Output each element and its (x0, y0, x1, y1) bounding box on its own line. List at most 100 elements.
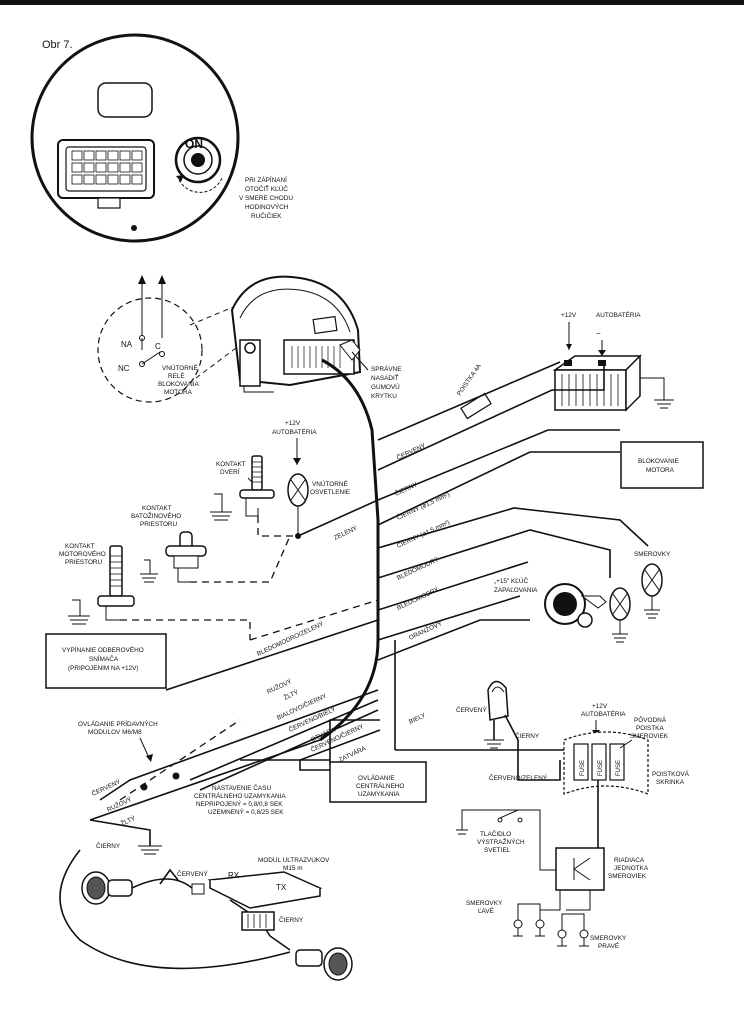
sensor-cable (59, 849, 291, 970)
ultrasonic-module: MODUL ULTRAZVUKOV M15 m RX TX ČERVENÝ (177, 857, 330, 909)
svg-text:VNÚTORNÉ: VNÚTORNÉ (312, 479, 348, 488)
svg-text:PRI ZÁPÍNANÍ: PRI ZÁPÍNANÍ (245, 175, 287, 184)
svg-text:AUTOBATÉRIA: AUTOBATÉRIA (272, 427, 317, 436)
svg-text:RELÉ: RELÉ (168, 371, 185, 380)
svg-text:SMEROVIEK: SMEROVIEK (630, 733, 669, 740)
left-bundle (89, 689, 381, 821)
svg-text:+12V: +12V (561, 312, 577, 319)
svg-text:PRIESTORU: PRIESTORU (140, 521, 178, 528)
turn-signals-lamps: SMEROVKY (609, 551, 671, 643)
svg-text:UZEMNENÝ = 0,8/25 SEK: UZEMNENÝ = 0,8/25 SEK (208, 807, 284, 816)
central-lock-box: OVLÁDANIE CENTRÁLNEHO UZAMYKANIA (329, 761, 427, 803)
svg-text:ČERVENÝ: ČERVENÝ (395, 440, 427, 461)
svg-text:GUMOVÚ: GUMOVÚ (371, 382, 400, 391)
svg-text:V SMERE CHODU: V SMERE CHODU (239, 195, 293, 202)
trunk-contact: KONTAKT BATOŽINOVÉHO PRIESTORU (131, 505, 207, 583)
svg-text:VYPÍNANIE ODBEROVÉHO: VYPÍNANIE ODBEROVÉHO (62, 645, 144, 654)
svg-text:SMEROVKY: SMEROVKY (590, 935, 627, 942)
svg-text:ČIERNY: ČIERNY (279, 915, 304, 924)
right-sensor: ČIERNY (229, 899, 353, 981)
left-ground: ČERVENÝ RUŽOVÝ ŽLTÝ ČIERNY (89, 776, 162, 855)
svg-text:SKRINKA: SKRINKA (656, 779, 685, 786)
svg-text:TLAČIDLO: TLAČIDLO (480, 829, 511, 838)
svg-text:FUSE: FUSE (616, 760, 622, 776)
svg-text:PRAVÉ: PRAVÉ (598, 941, 619, 950)
svg-text:ZELENÝ: ZELENÝ (332, 523, 359, 542)
svg-text:C: C (155, 342, 161, 351)
svg-text:RUČIČIEK: RUČIČIEK (251, 211, 282, 220)
svg-text:SPRÁVNE: SPRÁVNE (371, 364, 402, 373)
svg-text:ZAPAĽOVANIA: ZAPAĽOVANIA (494, 587, 538, 594)
svg-text:RIADIACA: RIADIACA (614, 857, 645, 864)
svg-text:SVETIEL: SVETIEL (484, 847, 511, 854)
svg-text:ČIERNY: ČIERNY (393, 479, 419, 498)
svg-text:M15 m: M15 m (283, 865, 303, 872)
svg-text:CENTRÁLNEHO UZAMYKANIA: CENTRÁLNEHO UZAMYKANIA (194, 791, 286, 800)
svg-text:ČIERNY: ČIERNY (96, 841, 121, 850)
signal-lamps-bottom: SMEROVKY ĽAVÉ SMEROVKY PRAVÉ (466, 900, 627, 950)
svg-text:VNÚTORNÉ: VNÚTORNÉ (162, 363, 198, 372)
wire-labels-right: ČERVENÝ ČIERNY ČIERNY (ø1,5 mm²) ČIERNY … (393, 440, 451, 641)
engine-contact: KONTAKT MOTOROVÉHO PRIESTORU (59, 543, 135, 625)
svg-text:KONTAKT: KONTAKT (142, 505, 172, 512)
svg-text:NC: NC (118, 364, 130, 373)
svg-text:MODUL ULTRAZVUKOV: MODUL ULTRAZVUKOV (258, 857, 330, 864)
flasher-unit: RIADIACA JEDNOTKA SMEROVIEK (540, 847, 649, 911)
svg-text:KRYTKU: KRYTKU (371, 393, 397, 400)
svg-text:SMEROVKY: SMEROVKY (634, 551, 671, 558)
svg-text:BLOKOVANIE: BLOKOVANIE (638, 458, 679, 465)
svg-text:NEPRIPOJENÝ = 0,8/0,8 SEK: NEPRIPOJENÝ = 0,8/0,8 SEK (196, 799, 283, 808)
central-time-note: NASTAVENIE ČASU CENTRÁLNEHO UZAMYKANIA N… (194, 783, 286, 816)
figure-title: Obr 7. (42, 39, 73, 51)
hazard-button: TLAČIDLO VÝSTRAŽNÝCH SVETIEL (456, 809, 556, 871)
gauge-unit: Obr 7. ON (30, 33, 240, 243)
svg-text:MOTORA: MOTORA (164, 389, 193, 396)
svg-text:ŽLTÝ: ŽLTÝ (282, 687, 300, 702)
fuse-box: +12V AUTOBATÉRIA FUSE FUSE FUSE PÔVODNÁ … (563, 703, 690, 850)
svg-text:RX: RX (228, 871, 240, 880)
svg-text:−: − (596, 329, 601, 338)
battery-mid: +12V AUTOBATÉRIA (272, 420, 317, 465)
svg-text:UZAMYKANIA: UZAMYKANIA (358, 791, 400, 798)
svg-text:KONTAKT: KONTAKT (65, 543, 95, 550)
svg-text:JEDNOTKA: JEDNOTKA (614, 865, 649, 872)
svg-text:SMEROVIEK: SMEROVIEK (608, 873, 647, 880)
svg-text:ČERVENO/ZELENÝ: ČERVENO/ZELENÝ (489, 773, 548, 782)
svg-text:OVLÁDANIE PRÍDAVNÝCH: OVLÁDANIE PRÍDAVNÝCH (78, 719, 158, 728)
svg-text:FUSE: FUSE (598, 760, 604, 776)
interior-light: VNÚTORNÉ OSVETLENIE (287, 473, 350, 539)
svg-text:BLEDOMODRÝ: BLEDOMODRÝ (395, 554, 441, 582)
main-harness (319, 358, 380, 742)
svg-text:POISTKA: POISTKA (636, 725, 664, 732)
fuse-4a: POISTKA 4A (456, 362, 492, 420)
svg-text:HODINOVÝCH: HODINOVÝCH (245, 202, 289, 211)
svg-text:„+15" KĽÚČ: „+15" KĽÚČ (494, 576, 528, 585)
battery-top: +12V AUTOBATÉRIA − (552, 310, 674, 412)
svg-text:POISTKA 4A: POISTKA 4A (456, 362, 483, 397)
wire-bundle (377, 360, 649, 661)
svg-text:AUTOBATÉRIA: AUTOBATÉRIA (596, 310, 641, 319)
svg-text:ČIERNY: ČIERNY (515, 731, 540, 740)
svg-text:ĽAVÉ: ĽAVÉ (478, 906, 494, 915)
svg-text:OTOČIŤ KĽÚČ: OTOČIŤ KĽÚČ (245, 184, 288, 193)
svg-text:+12V: +12V (285, 420, 301, 427)
on-label: ON (185, 137, 203, 151)
svg-text:PRIESTORU: PRIESTORU (65, 559, 103, 566)
svg-text:ČERVENÝ: ČERVENÝ (90, 776, 122, 797)
ignition-switch: „+15" KĽÚČ ZAPAĽOVANIA (494, 576, 607, 628)
svg-text:OSVETLENIE: OSVETLENIE (310, 489, 350, 496)
svg-text:NASTAVENIE ČASU: NASTAVENIE ČASU (212, 783, 271, 792)
svg-text:NASADIŤ: NASADIŤ (371, 373, 399, 382)
svg-text:BLOKOVANIA: BLOKOVANIA (158, 381, 199, 388)
svg-text:ČERVENÝ: ČERVENÝ (456, 705, 488, 714)
svg-text:DVERÍ: DVERÍ (220, 467, 240, 476)
svg-text:SMEROVKY: SMEROVKY (466, 900, 503, 907)
svg-text:+12V: +12V (592, 703, 608, 710)
door-contact: KONTAKT DVERÍ (210, 455, 275, 521)
svg-text:OVLÁDANIE: OVLÁDANIE (358, 773, 395, 782)
main-control-unit (230, 275, 362, 393)
svg-text:FUSE: FUSE (580, 760, 586, 776)
svg-text:MODULOV M6/M8: MODULOV M6/M8 (88, 729, 142, 736)
key-instruction: PRI ZÁPÍNANÍ OTOČIŤ KĽÚČ V SMERE CHODU H… (239, 175, 293, 220)
